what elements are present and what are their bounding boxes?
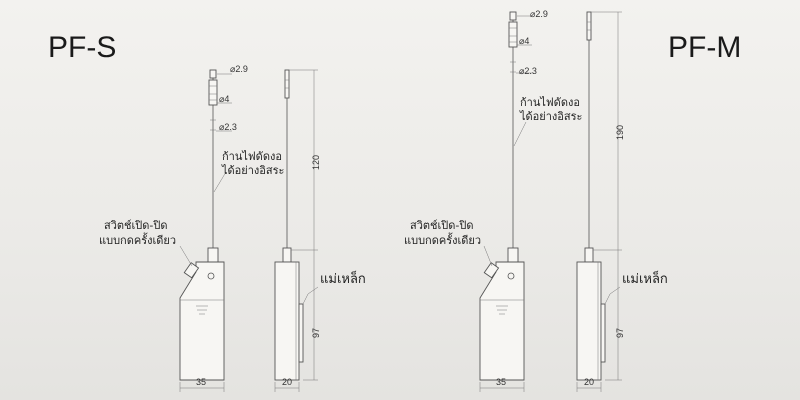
pf-s-rod-collar — [207, 247, 219, 263]
pf-s-switch-leader — [179, 245, 193, 267]
pf-m-rod-length: 190 — [615, 125, 625, 140]
pf-m-width-front: 35 — [496, 377, 506, 387]
pf-m-switch-note-2: แบบกดครั้งเดียว — [404, 232, 481, 247]
pf-m-body-height: 97 — [615, 328, 625, 338]
pf-s-rod-note-1: ก้านไฟดัดงอ — [222, 150, 282, 163]
pf-s-magnet-leader — [302, 286, 319, 305]
pf-s-switch-note-1: สวิตช์เปิด-ปิด — [104, 219, 167, 232]
pf-s-diameter-callouts: ⌀2.9 ⌀4 ⌀2.3 — [216, 64, 248, 132]
pf-m-dia-tip: ⌀2.9 — [530, 9, 548, 19]
pf-m-width-side: 20 — [584, 377, 594, 387]
pf-m-side-view: 190 97 20 — [576, 11, 625, 392]
pf-m-front-body — [479, 261, 525, 381]
pf-s-rod-length: 120 — [311, 155, 321, 170]
pf-s-dia-base: ⌀2.3 — [219, 122, 237, 132]
pf-s-dia-mid: ⌀4 — [219, 94, 229, 104]
pf-m-rod-note-2: ได้อย่างอิสระ — [519, 110, 582, 123]
pf-m-magnet-label: แม่เหล็ก — [622, 269, 668, 287]
pf-s-switch-button[interactable] — [183, 262, 200, 279]
pf-s-side-body — [274, 261, 300, 381]
pf-s-body-height: 97 — [311, 328, 321, 338]
pf-s-led-dot — [207, 272, 215, 280]
pf-m-switch-leader — [483, 245, 493, 267]
pf-s-front-view: 35 — [179, 69, 225, 392]
pf-s-width-front: 35 — [196, 377, 206, 387]
pf-s-switch-note-2: แบบกดครั้งเดียว — [99, 232, 176, 247]
pf-m-diameter-callouts: ⌀2.9 ⌀4 ⌀2.3 — [516, 9, 548, 76]
pf-s-lamp-tip — [209, 69, 217, 79]
pf-s-side-view: 120 97 20 — [274, 69, 321, 392]
pf-s-rod-leader — [213, 171, 227, 193]
pf-s-front-body — [179, 261, 225, 381]
model-title-pf-s: PF-S — [48, 31, 116, 64]
pf-s-lamp-head — [208, 79, 218, 106]
pf-m-magnet — [600, 303, 606, 363]
pf-s-magnet-label: แม่เหล็ก — [320, 269, 366, 287]
pf-m-rod-note-1: ก้านไฟดัดงอ — [520, 96, 580, 109]
pf-m-dia-mid: ⌀4 — [519, 36, 529, 46]
pf-s-dia-tip: ⌀2.9 — [230, 64, 248, 74]
pf-m-front-view: 35 — [479, 11, 525, 392]
model-title-pf-m: PF-M — [668, 31, 741, 64]
pf-m-side-body — [576, 261, 602, 381]
pf-m-switch-note-1: สวิตช์เปิด-ปิด — [410, 219, 473, 232]
pf-m-dia-base: ⌀2.3 — [519, 66, 537, 76]
pf-m-rod-leader — [513, 121, 527, 147]
pf-m-switch-button[interactable] — [483, 262, 500, 279]
pf-m-magnet-leader — [604, 286, 621, 305]
pf-s-width-side: 20 — [282, 377, 292, 387]
pf-s-magnet — [298, 303, 304, 363]
pf-s-rod-note-2: ได้อย่างอิสระ — [221, 164, 284, 177]
